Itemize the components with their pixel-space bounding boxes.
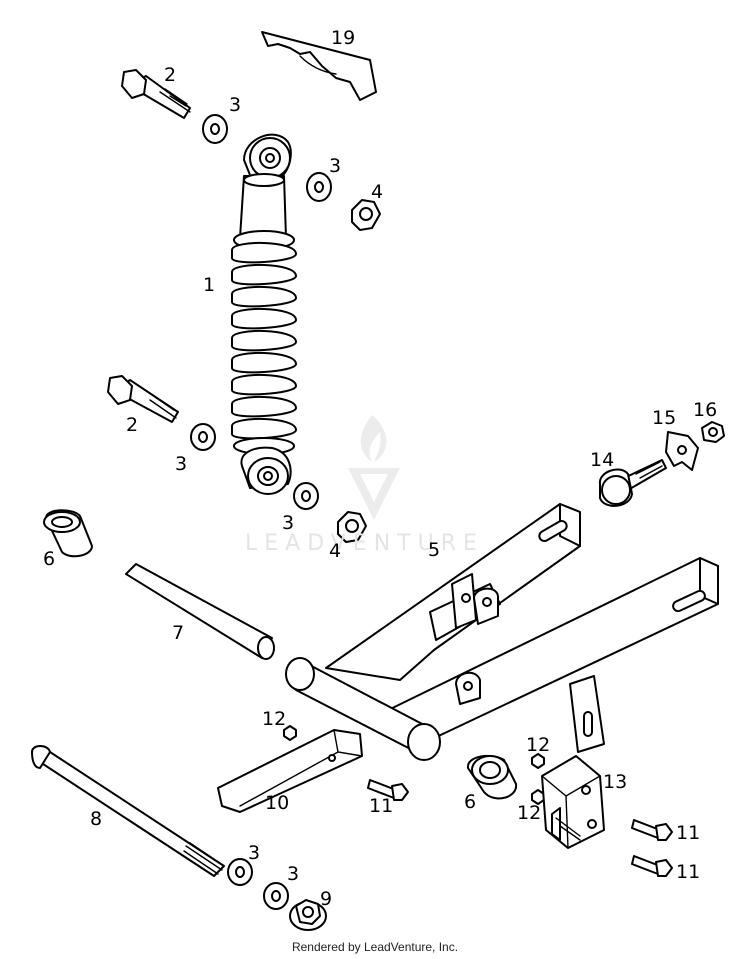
part-2-lower-bolt <box>107 375 179 423</box>
footer-credit: Rendered by LeadVenture, Inc. <box>291 940 459 954</box>
part-4-nut-upper <box>351 199 381 231</box>
callout-12-left: 12 <box>262 708 287 730</box>
callout-6-lower: 6 <box>464 791 477 813</box>
part-19-bracket <box>261 31 377 101</box>
callout-2-lower: 2 <box>126 414 139 436</box>
part-11-bolt-mid <box>367 779 409 801</box>
part-7-pivot-tube <box>125 563 275 660</box>
part-11-bolt-right-upper <box>631 819 673 841</box>
part-9-flange-nut <box>289 899 327 931</box>
callout-19: 19 <box>331 27 356 49</box>
callout-11-right-lower: 11 <box>676 861 701 883</box>
callout-15: 15 <box>652 407 677 429</box>
callout-12-right-lower: 12 <box>517 802 542 824</box>
part-3-washer-lower-mid <box>293 482 319 510</box>
callout-3-lower-mid: 3 <box>282 512 295 534</box>
part-6-bushing-right <box>467 754 518 800</box>
callout-3-lower-a: 3 <box>248 842 261 864</box>
callout-3-upper-left: 3 <box>229 94 242 116</box>
callout-16: 16 <box>693 399 718 421</box>
callout-12-right-upper: 12 <box>526 734 551 756</box>
part-15-bracket <box>665 431 699 471</box>
part-14-rubber-stop <box>598 459 667 507</box>
callout-4-lower: 4 <box>329 540 342 562</box>
callout-11-right-upper: 11 <box>676 822 701 844</box>
part-11-bolt-right-lower <box>631 855 673 877</box>
part-12-nut-a <box>283 725 297 741</box>
callout-9: 9 <box>320 888 333 910</box>
callout-2-upper: 2 <box>164 64 177 86</box>
callout-13: 13 <box>603 771 628 793</box>
callout-3-lower-b: 3 <box>287 863 300 885</box>
callout-11-mid: 11 <box>369 795 394 817</box>
watermark-brand-text: LEADVENTURE <box>245 531 484 556</box>
callout-7: 7 <box>172 622 185 644</box>
callout-10: 10 <box>265 792 290 814</box>
part-4-nut-lower <box>337 511 367 543</box>
part-2-upper-bolt <box>121 69 191 119</box>
part-10-chain-slider <box>217 729 363 813</box>
part-3-washer-lower-b <box>263 882 289 910</box>
part-16-nut <box>701 421 725 443</box>
callout-6-upper: 6 <box>43 548 56 570</box>
flame-v-logo-icon <box>348 415 400 520</box>
callout-1: 1 <box>203 274 216 296</box>
part-13-chain-guide <box>541 755 605 849</box>
part-3-washer-mid-left <box>190 423 216 451</box>
callout-4-upper: 4 <box>371 181 384 203</box>
callout-3-mid-left: 3 <box>175 453 188 475</box>
part-6-bushing-left <box>43 509 93 558</box>
part-1-shock-absorber <box>231 133 297 495</box>
part-3-washer-upper-right <box>306 172 332 202</box>
part-8-axle <box>31 745 225 877</box>
callout-5: 5 <box>428 539 441 561</box>
callout-14: 14 <box>590 449 615 471</box>
callout-8: 8 <box>90 808 103 830</box>
part-12-nut-b <box>531 753 545 769</box>
callout-3-upper-right: 3 <box>329 155 342 177</box>
part-3-washer-upper-left <box>202 114 228 144</box>
part-5-swingarm <box>285 503 719 761</box>
part-3-washer-lower-a <box>227 858 253 886</box>
part-19-slot <box>299 55 337 75</box>
